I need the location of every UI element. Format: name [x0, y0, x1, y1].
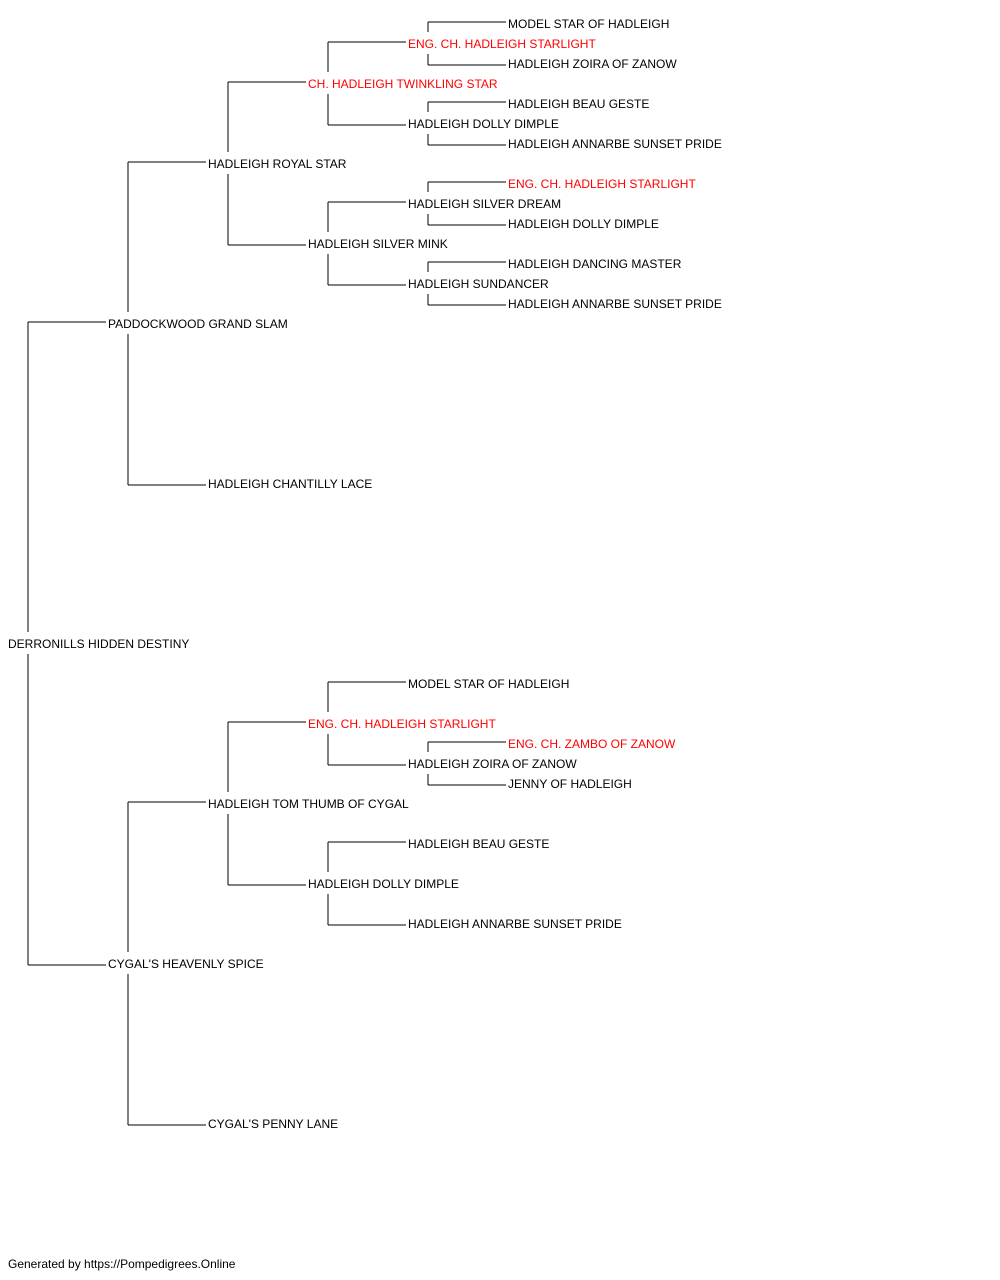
- footer-credit: Generated by https://Pompedigrees.Online: [8, 1257, 236, 1271]
- dog-name-eng-ch-hadleigh-starlight: ENG. CH. HADLEIGH STARLIGHT: [308, 717, 496, 731]
- dog-name-eng-ch-hadleigh-starlight: ENG. CH. HADLEIGH STARLIGHT: [508, 177, 696, 191]
- dog-name-hadleigh-annarbe-sunset-pride: HADLEIGH ANNARBE SUNSET PRIDE: [508, 297, 722, 311]
- dog-name-hadleigh-tom-thumb-of-cygal: HADLEIGH TOM THUMB OF CYGAL: [208, 797, 409, 811]
- dog-name-eng-ch-zambo-of-zanow: ENG. CH. ZAMBO OF ZANOW: [508, 737, 676, 751]
- dog-name-paddockwood-grand-slam: PADDOCKWOOD GRAND SLAM: [108, 317, 288, 331]
- dog-name-hadleigh-zoira-of-zanow: HADLEIGH ZOIRA OF ZANOW: [508, 57, 677, 71]
- dog-name-hadleigh-annarbe-sunset-pride: HADLEIGH ANNARBE SUNSET PRIDE: [508, 137, 722, 151]
- dog-name-eng-ch-hadleigh-starlight: ENG. CH. HADLEIGH STARLIGHT: [408, 37, 596, 51]
- dog-name-hadleigh-royal-star: HADLEIGH ROYAL STAR: [208, 157, 347, 171]
- dog-name-hadleigh-chantilly-lace: HADLEIGH CHANTILLY LACE: [208, 477, 372, 491]
- dog-name-ch-hadleigh-twinkling-star: CH. HADLEIGH TWINKLING STAR: [308, 77, 498, 91]
- dog-name-hadleigh-silver-dream: HADLEIGH SILVER DREAM: [408, 197, 561, 211]
- dog-name-cygal-s-penny-lane: CYGAL'S PENNY LANE: [208, 1117, 338, 1131]
- dog-name-hadleigh-dolly-dimple: HADLEIGH DOLLY DIMPLE: [508, 217, 659, 231]
- dog-name-hadleigh-dolly-dimple: HADLEIGH DOLLY DIMPLE: [408, 117, 559, 131]
- dog-name-hadleigh-silver-mink: HADLEIGH SILVER MINK: [308, 237, 448, 251]
- dog-name-derronills-hidden-destiny: DERRONILLS HIDDEN DESTINY: [8, 637, 189, 651]
- dog-name-model-star-of-hadleigh: MODEL STAR OF HADLEIGH: [408, 677, 569, 691]
- dog-name-cygal-s-heavenly-spice: CYGAL'S HEAVENLY SPICE: [108, 957, 264, 971]
- dog-name-model-star-of-hadleigh: MODEL STAR OF HADLEIGH: [508, 17, 669, 31]
- dog-name-hadleigh-dolly-dimple: HADLEIGH DOLLY DIMPLE: [308, 877, 459, 891]
- dog-name-hadleigh-beau-geste: HADLEIGH BEAU GESTE: [408, 837, 549, 851]
- dog-name-hadleigh-zoira-of-zanow: HADLEIGH ZOIRA OF ZANOW: [408, 757, 577, 771]
- dog-name-hadleigh-sundancer: HADLEIGH SUNDANCER: [408, 277, 549, 291]
- dog-name-jenny-of-hadleigh: JENNY OF HADLEIGH: [508, 777, 632, 791]
- dog-name-hadleigh-annarbe-sunset-pride: HADLEIGH ANNARBE SUNSET PRIDE: [408, 917, 622, 931]
- dog-name-hadleigh-beau-geste: HADLEIGH BEAU GESTE: [508, 97, 649, 111]
- dog-name-hadleigh-dancing-master: HADLEIGH DANCING MASTER: [508, 257, 682, 271]
